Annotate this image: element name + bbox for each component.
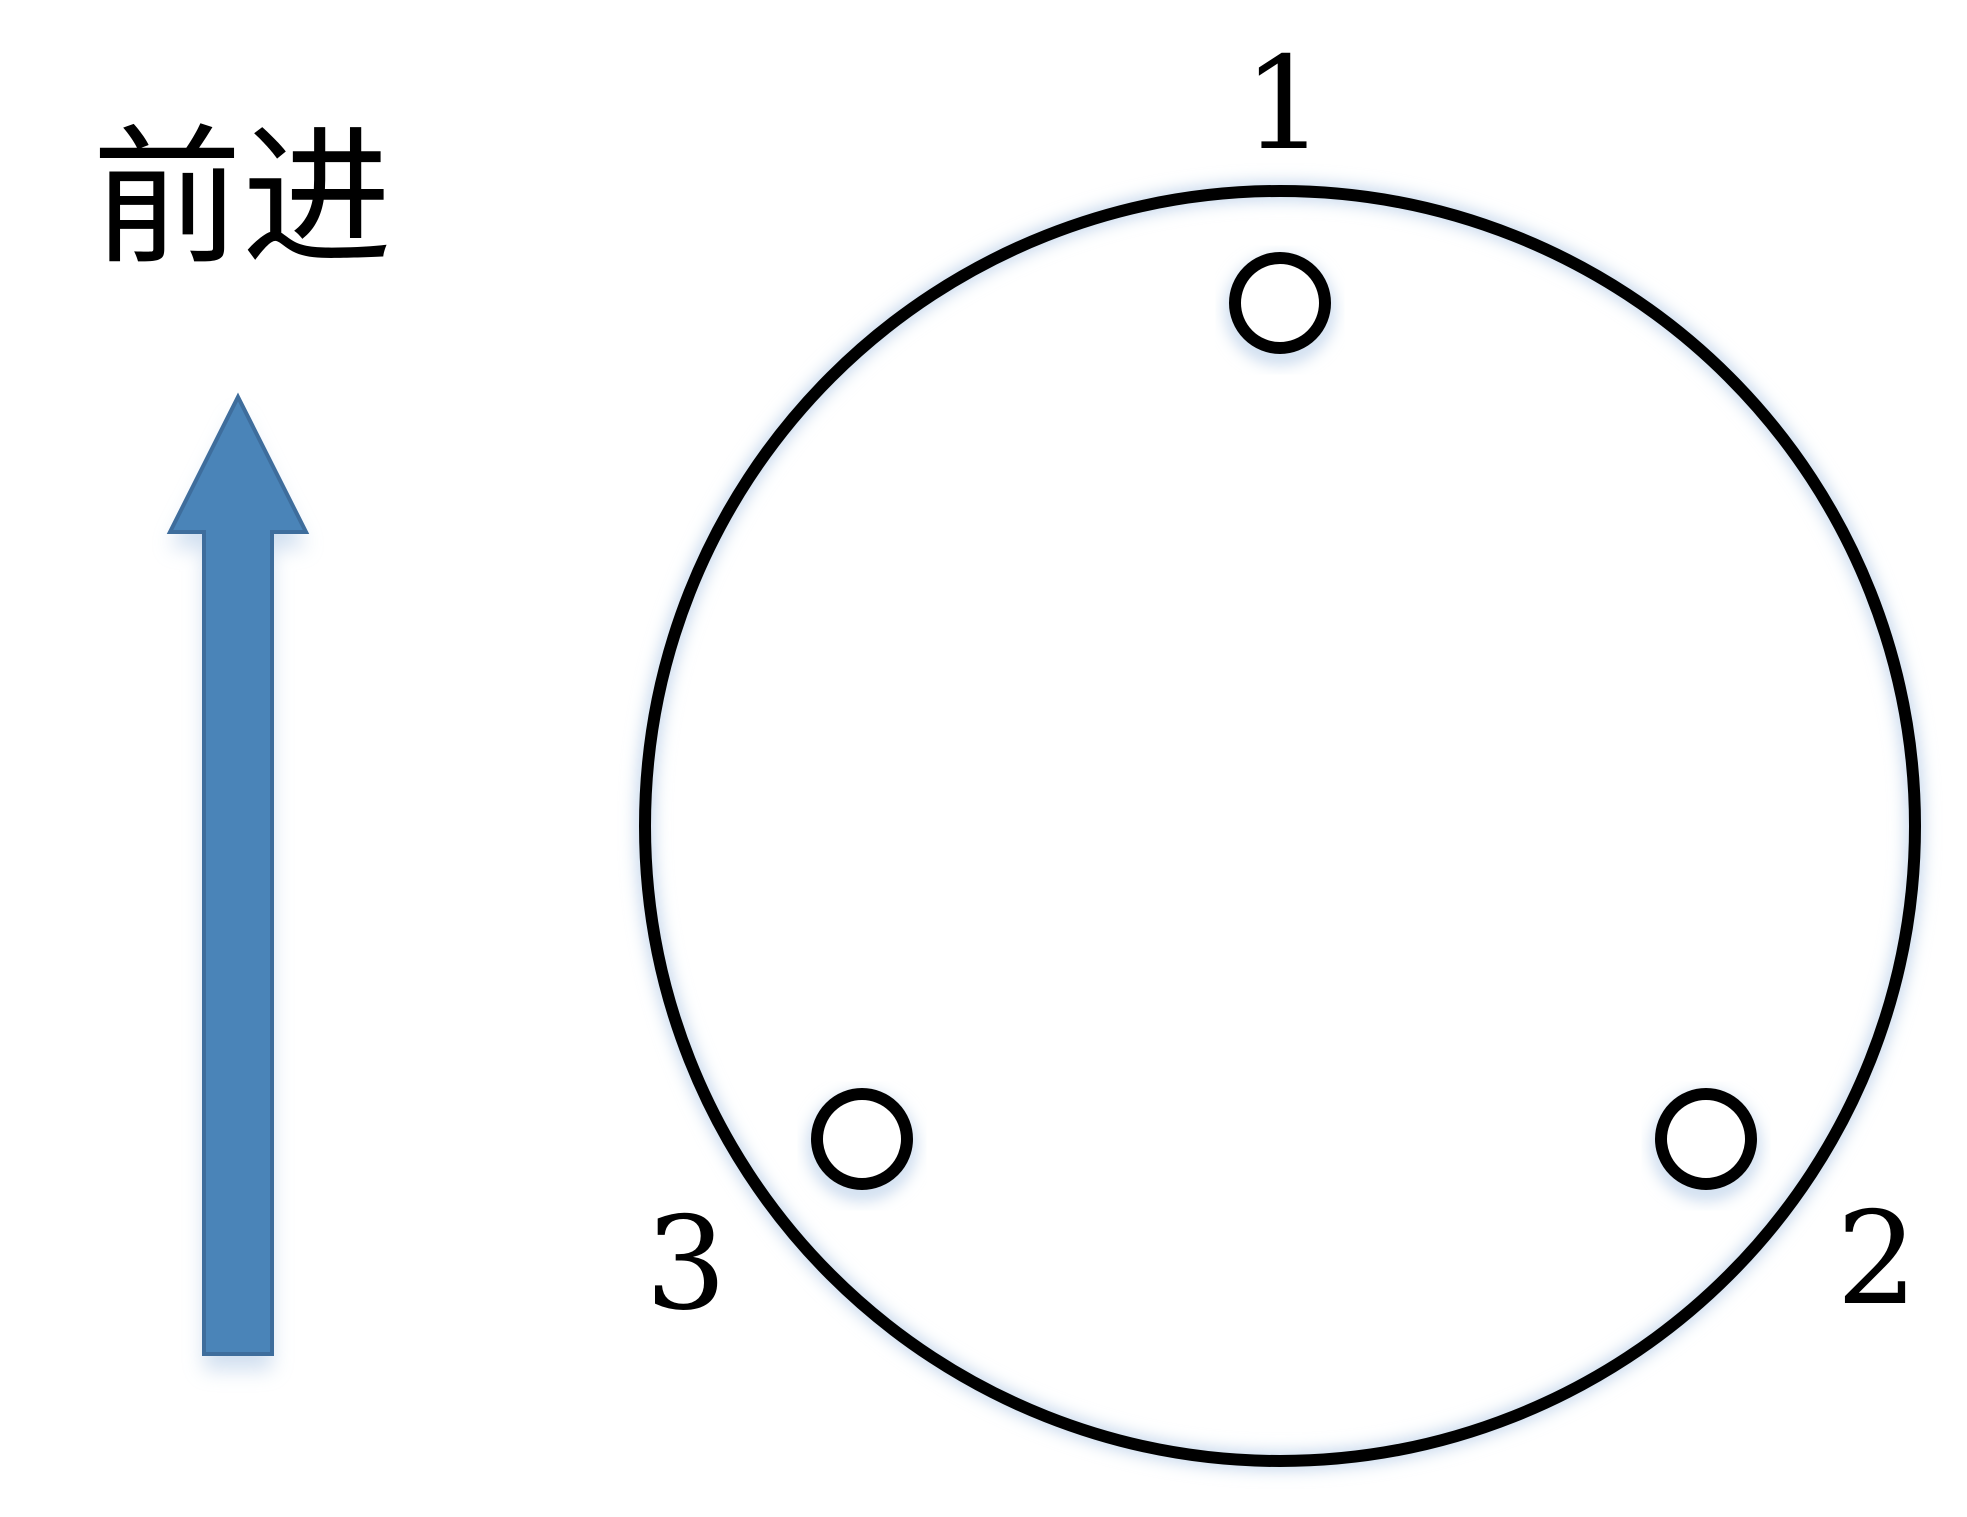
wheel-1-marker (1229, 252, 1331, 354)
wheel-2-marker (1655, 1088, 1757, 1190)
wheel-2 (1652, 1088, 1760, 1200)
base-circle-glow (636, 182, 1924, 1470)
direction-label: 前进 (92, 112, 392, 286)
wheel-1 (1226, 252, 1334, 364)
base-circle (639, 185, 1921, 1467)
wheel-1-label: 1 (1243, 30, 1324, 179)
wheel-3-label: 3 (645, 1190, 726, 1339)
wheel-3 (808, 1088, 916, 1200)
wheel-2-label: 2 (1836, 1185, 1917, 1334)
forward-arrow-icon (166, 392, 310, 1356)
wheel-3-marker (811, 1088, 913, 1190)
